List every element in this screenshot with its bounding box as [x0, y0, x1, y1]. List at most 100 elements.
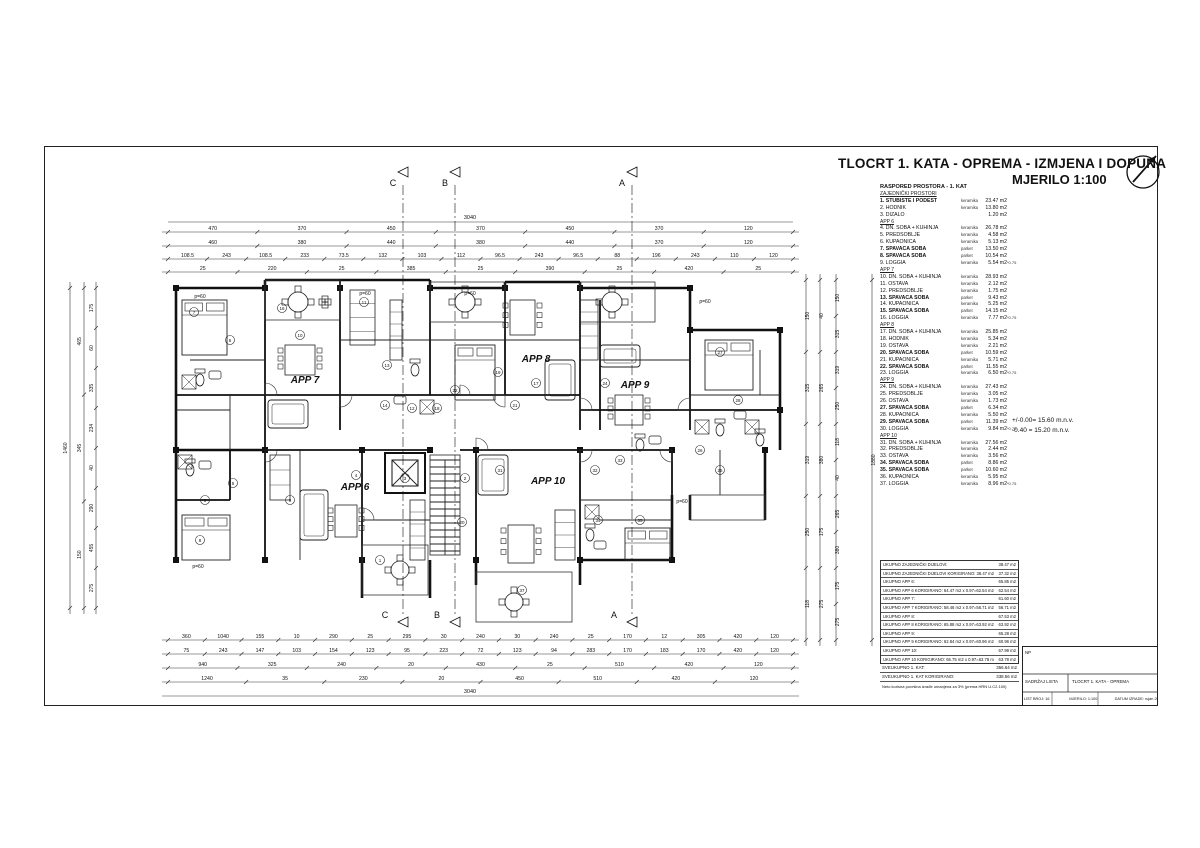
- right-c-tick: [833, 601, 839, 607]
- top-row1-tick: [433, 229, 439, 235]
- room-name: 26. OSTAVA: [880, 398, 909, 405]
- room-factor: [1007, 198, 1017, 205]
- room-name: 32. PREDSOBLJE: [880, 446, 923, 453]
- bottom-row1-label: 290: [329, 634, 338, 640]
- top-row3-tick: [165, 256, 171, 262]
- room-area: 7.77 m2: [988, 315, 1007, 322]
- room-area: 5.50 m2: [988, 411, 1007, 418]
- level-minus: -0.40 = 15.20 m.n.v.: [1012, 427, 1070, 434]
- right-a-label: 319: [805, 456, 811, 465]
- room-group-header: APP 9: [880, 377, 895, 384]
- bottom-row2-tick: [570, 651, 575, 657]
- room-name: 10. DN. SOBA + KUHINJA: [880, 273, 942, 280]
- sofa-seat: [271, 403, 305, 425]
- chair: [327, 516, 334, 522]
- bottom-row4-label: 35: [282, 676, 288, 682]
- sofa: [599, 344, 641, 368]
- top-row1-label: 370: [298, 226, 307, 232]
- bottom-row2-label: 154: [329, 648, 338, 654]
- bottom-row2-label: 103: [292, 648, 301, 654]
- section-arrow: [449, 166, 461, 178]
- column: [173, 557, 179, 563]
- right-c-tick: [833, 277, 839, 283]
- bottom-row2-label: 123: [366, 648, 375, 654]
- room-name: 13. SPAVAĆA SOBA: [880, 294, 930, 301]
- sheet-title: TLOCRT 1. KATA - OPREMA - IZMJENA I DOPU…: [838, 156, 1167, 171]
- room-number: 32: [592, 468, 598, 473]
- left-b-label: 290: [89, 504, 95, 513]
- room-name: 30. LOGGIA: [880, 425, 909, 432]
- column: [577, 557, 583, 563]
- bottom-row3-label: 420: [685, 662, 694, 668]
- top-row1-tick: [344, 229, 349, 235]
- right-c-label: 40: [835, 475, 841, 481]
- section-marker-top: B: [442, 178, 448, 188]
- top-row3-label: 243: [691, 253, 700, 259]
- room-schedule: RASPORED PROSTORA - 1. KAT ZAJEDNIČKI PR…: [880, 184, 1018, 488]
- window-tag: p=60: [464, 291, 475, 297]
- room-name: 3. DIZALO: [880, 211, 905, 218]
- bottom-row4-label: 450: [515, 676, 524, 682]
- chair: [358, 507, 365, 514]
- room-area: 5.34 m2: [988, 335, 1007, 342]
- room-finish: keramika: [961, 342, 978, 348]
- bottom-row2-tick: [717, 651, 722, 657]
- column: [687, 327, 693, 333]
- room-number: 18: [434, 406, 440, 411]
- room-number-circle: [380, 400, 390, 410]
- room-number: 19: [495, 370, 501, 375]
- room-number-circle: [295, 330, 305, 340]
- bottom-row2-tick: [533, 651, 538, 657]
- room-factor: [1007, 225, 1017, 232]
- room-finish: keramika: [961, 453, 978, 459]
- room-area: 5.95 m2: [988, 474, 1007, 481]
- room-factor: [1007, 329, 1017, 336]
- room-name: 16. LOGGIA: [880, 315, 909, 322]
- column: [473, 557, 479, 563]
- bottom-row4-tick: [243, 679, 249, 685]
- right-dimension-lines: 1880150315319250118402653801752751503153…: [803, 274, 877, 646]
- chair: [595, 298, 603, 306]
- room-number-circle: [228, 478, 238, 488]
- room-number-circle: [277, 303, 287, 313]
- bottom-row3-tick: [374, 665, 379, 671]
- round-table: [390, 560, 410, 580]
- top-row3-label: 243: [535, 253, 544, 259]
- section-marker-bottom: B: [434, 610, 440, 620]
- bottom-row1-tick: [386, 637, 391, 643]
- room-finish: keramika: [961, 232, 978, 238]
- right-c-tick: [833, 385, 839, 391]
- top-row1-label: 370: [655, 226, 664, 232]
- top-row4-label: 25: [616, 266, 622, 272]
- top-row4-tick: [374, 269, 379, 275]
- bottom-row4-label: 120: [750, 676, 759, 682]
- left-b-label: 40: [89, 465, 95, 471]
- room-factor: *0.75: [1007, 480, 1017, 486]
- section-arrow: [449, 616, 461, 628]
- room-area: 1.20 m2: [988, 211, 1007, 218]
- right-a-label: 150: [805, 312, 811, 321]
- bottom-row4-tick: [478, 679, 483, 685]
- round-table: [601, 291, 623, 313]
- pillow: [476, 347, 493, 357]
- top-row3-tick: [243, 256, 249, 262]
- left-a-tick: [81, 499, 87, 504]
- right-a-label: 315: [805, 384, 811, 393]
- right-c-tick: [833, 313, 839, 319]
- chair: [502, 322, 509, 328]
- room-group-header: APP 10: [880, 432, 897, 439]
- chair: [358, 525, 365, 531]
- room-number: 16: [279, 306, 285, 311]
- chair: [644, 413, 651, 420]
- shower-cross: [744, 419, 760, 435]
- room-factor: [1007, 301, 1017, 308]
- bottom-row3-label: 430: [476, 662, 485, 668]
- top-row2-tick: [344, 243, 349, 249]
- room-finish: keramika: [961, 398, 978, 404]
- pillow: [730, 342, 751, 352]
- room-factor: [1007, 288, 1017, 295]
